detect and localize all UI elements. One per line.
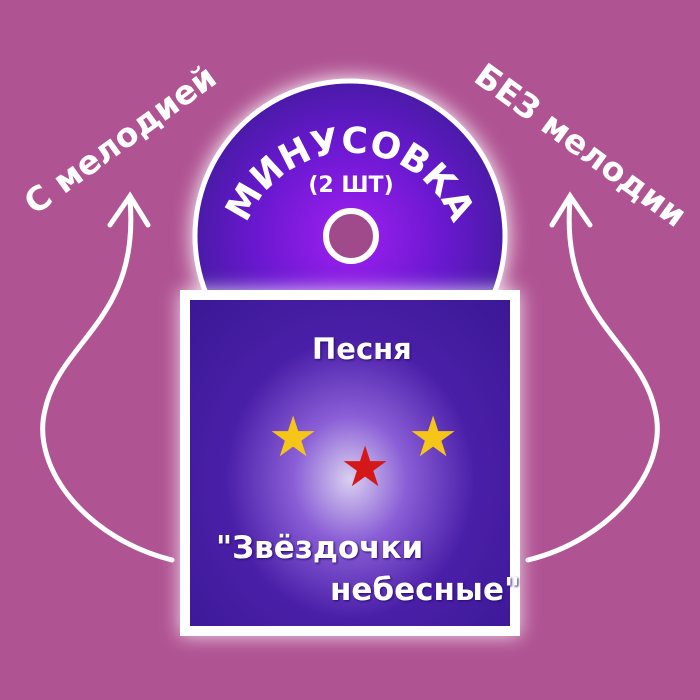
cd-hole	[323, 208, 379, 264]
arrow-right	[525, 191, 660, 563]
star-icon: ★	[268, 405, 319, 470]
song-title-line1: "Звёздочки	[216, 530, 424, 566]
star-icon: ★	[408, 405, 459, 470]
disc-subtitle: (2 ШТ)	[308, 173, 393, 198]
cover-label: Песня	[312, 332, 412, 366]
star-icon: ★	[340, 435, 391, 500]
album-cover: Песня ★ ★ ★ "Звёздочки небесные"	[180, 290, 520, 636]
song-title-line2: небесные"	[330, 572, 521, 608]
arrow-left	[40, 191, 175, 563]
